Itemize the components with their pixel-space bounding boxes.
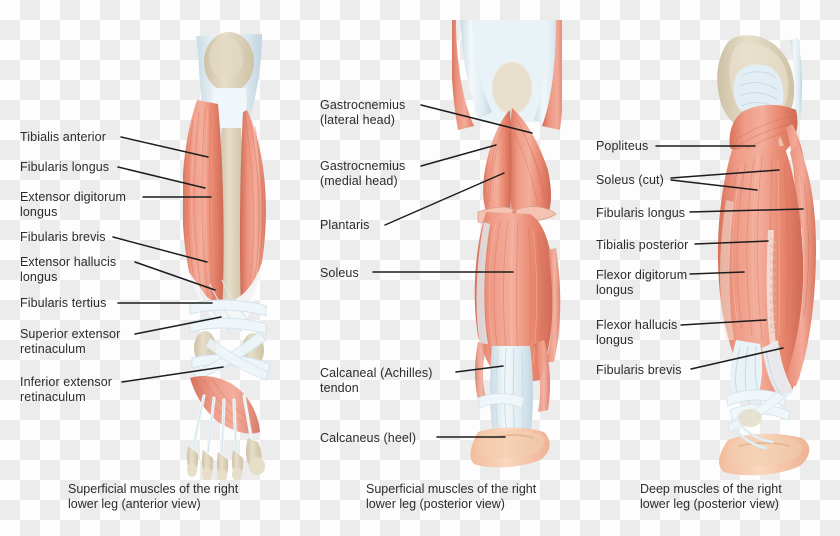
label-fibularis-longus-anterior: Fibularis longus bbox=[20, 160, 110, 174]
caption-anterior-view: Superficial muscles of the right lower l… bbox=[68, 482, 239, 511]
label-fibularis-tertius: Fibularis tertius bbox=[20, 296, 107, 310]
caption-posterior-deep-view: Deep muscles of the right lower leg (pos… bbox=[640, 482, 782, 511]
label-soleus-cut: Soleus (cut) bbox=[596, 173, 664, 187]
label-inferior-extensor-retinaculum: Inferior extensor retinaculum bbox=[20, 375, 113, 404]
label-fibularis-brevis-anterior: Fibularis brevis bbox=[20, 230, 106, 244]
leg-posterior-superficial-view bbox=[452, 20, 562, 468]
label-gastrocnemius-medial-head: Gastrocnemius (medial head) bbox=[320, 159, 406, 188]
label-tibialis-anterior: Tibialis anterior bbox=[20, 130, 106, 144]
label-calcaneal-achilles-tendon: Calcaneal (Achilles) tendon bbox=[320, 366, 433, 395]
label-extensor-hallucis-longus: Extensor hallucis longus bbox=[20, 255, 117, 284]
label-fibularis-brevis-deep: Fibularis brevis bbox=[596, 363, 682, 377]
label-tibialis-posterior: Tibialis posterior bbox=[596, 238, 689, 252]
label-popliteus: Popliteus bbox=[596, 139, 649, 153]
leg-posterior-deep-view bbox=[717, 35, 816, 476]
label-extensor-digitorum-longus: Extensor digitorum longus bbox=[20, 190, 127, 219]
label-plantaris: Plantaris bbox=[320, 218, 370, 232]
label-soleus-posterior: Soleus bbox=[320, 266, 359, 280]
label-fibularis-longus-deep: Fibularis longus bbox=[596, 206, 686, 220]
caption-posterior-superficial-view: Superficial muscles of the right lower l… bbox=[366, 482, 537, 511]
label-gastrocnemius-lateral-head: Gastrocnemius (lateral head) bbox=[320, 98, 406, 127]
label-calcaneus-heel: Calcaneus (heel) bbox=[320, 431, 417, 445]
label-superior-extensor-retinaculum: Superior extensor retinaculum bbox=[20, 327, 121, 356]
leg-anterior-view bbox=[183, 32, 271, 480]
label-flexor-hallucis-longus: Flexor hallucis longus bbox=[596, 318, 678, 347]
label-flexor-digitorum-longus: Flexor digitorum longus bbox=[596, 268, 688, 297]
